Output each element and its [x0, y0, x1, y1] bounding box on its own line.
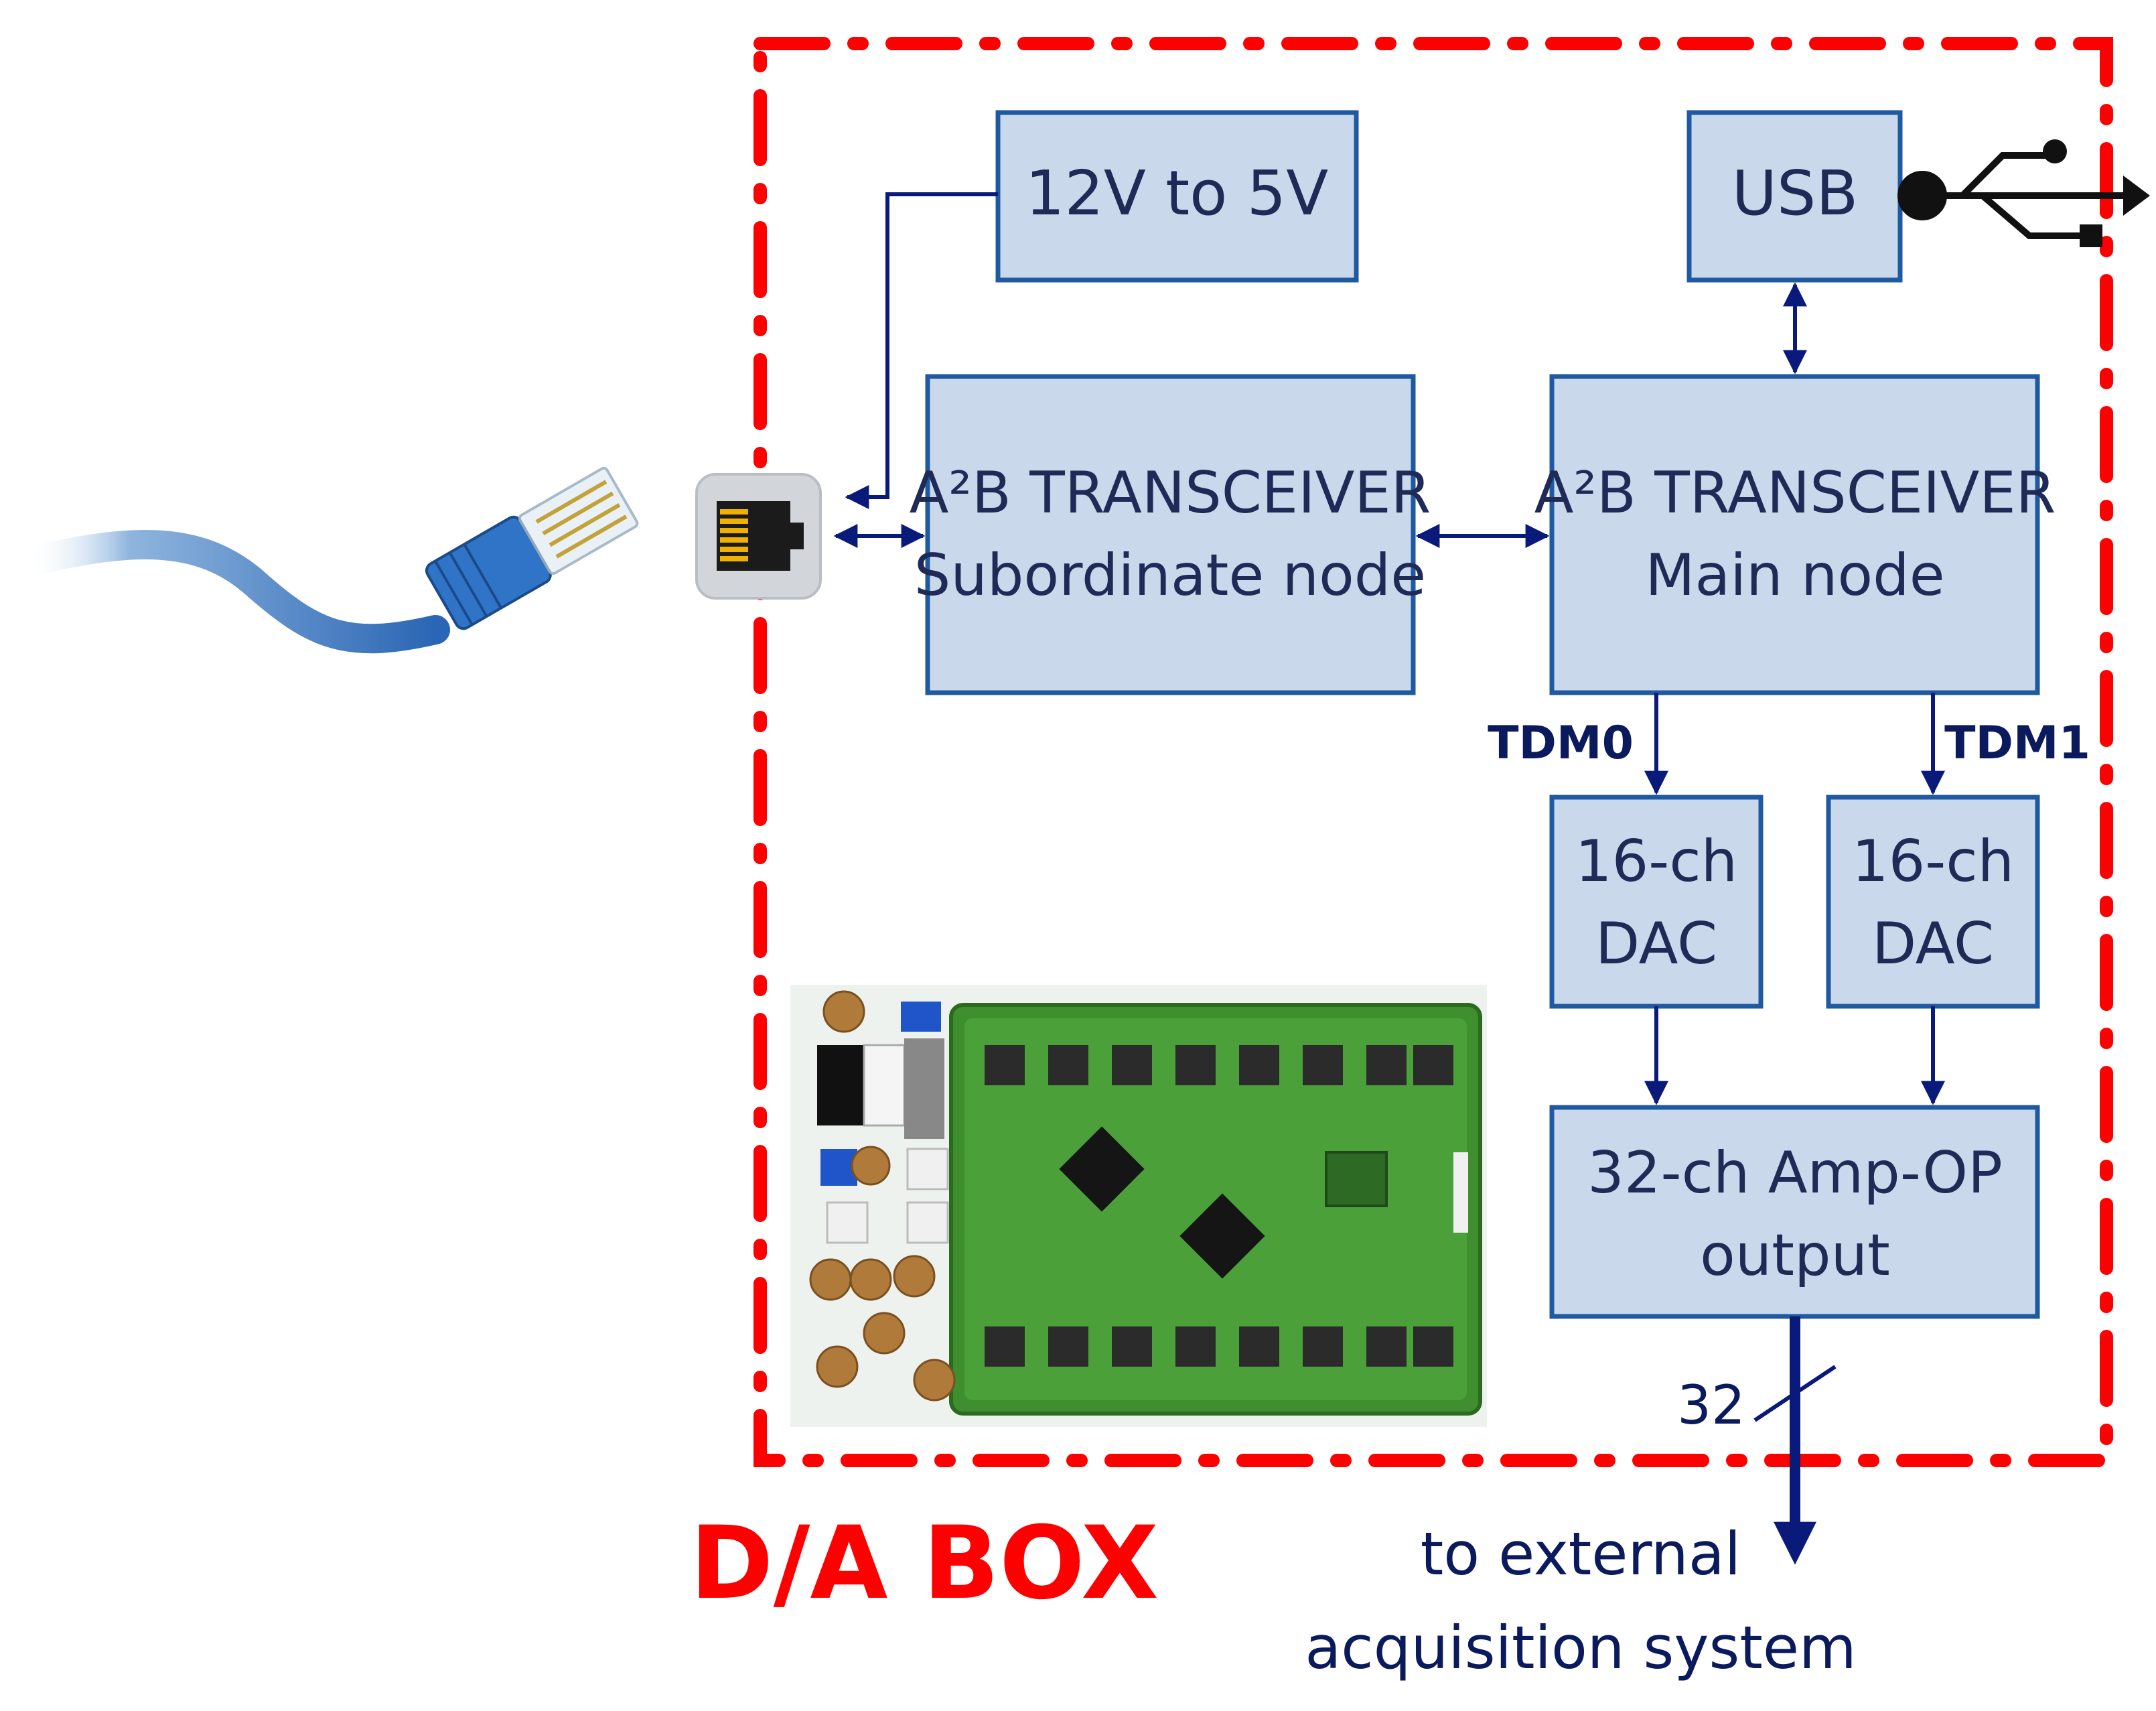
- main-node-block: [1549, 374, 2040, 695]
- dac0-line1: 16-ch: [1575, 828, 1737, 895]
- sub-node-title: A²B TRANSCEIVER: [910, 460, 1431, 527]
- amp-line1: 32-ch Amp-OP: [1587, 1140, 2003, 1207]
- dac1-line1: 16-ch: [1852, 828, 2014, 895]
- sub-node-block: [925, 374, 1416, 695]
- main-node-title: A²B TRANSCEIVER: [1534, 460, 2056, 527]
- output-line1: to external: [1421, 1519, 1741, 1588]
- bus-slash: [1753, 1365, 1837, 1422]
- box-title: D/A BOX: [690, 1505, 1159, 1622]
- dac1-block: [1826, 795, 2040, 1009]
- power-line: [845, 192, 998, 509]
- bus-width-label: 32: [1677, 1374, 1745, 1436]
- usb-block: [1686, 110, 1903, 283]
- usb-symbol-icon: [1897, 139, 2150, 247]
- rj45-port-icon: [695, 473, 822, 600]
- usb-label: USB: [1732, 157, 1859, 229]
- amp-line2: output: [1700, 1222, 1890, 1289]
- da-box-border: [753, 37, 2113, 1467]
- regulator-block: [995, 110, 1359, 283]
- output-line2: acquisition system: [1305, 1613, 1856, 1682]
- main-node-subtitle: Main node: [1645, 542, 1944, 609]
- regulator-label: 12V to 5V: [1025, 157, 1328, 229]
- dac0-line2: DAC: [1595, 910, 1717, 977]
- amp-block: [1549, 1105, 2040, 1319]
- dac0-block: [1549, 795, 1764, 1009]
- connectors: [833, 192, 1945, 1105]
- dac1-line2: DAC: [1872, 910, 1994, 977]
- pcb-board-image: [790, 985, 1487, 1427]
- sub-node-subtitle: Subordinate node: [914, 542, 1426, 609]
- ethernet-cable-icon: [12, 466, 639, 654]
- tdm0-label: TDM0: [1488, 717, 1634, 770]
- tdm1-label: TDM1: [1944, 717, 2090, 770]
